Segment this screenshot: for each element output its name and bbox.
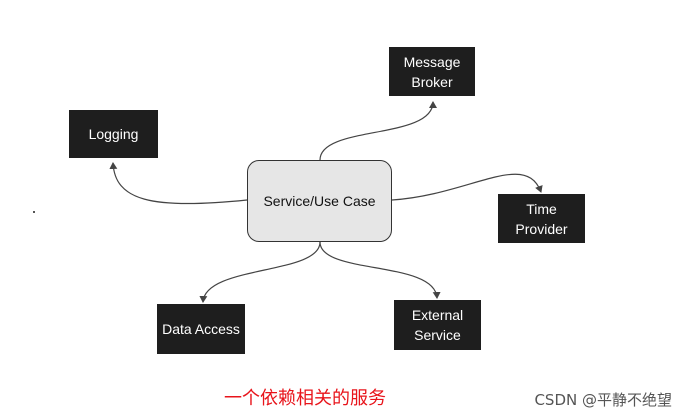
service-use-case-node: Service/Use Case <box>247 160 392 242</box>
external-service-label: External Service <box>411 307 464 343</box>
data-access-node: Data Access <box>157 304 245 354</box>
csdn-watermark: CSDN @平静不绝望 <box>534 391 672 409</box>
time-provider-label: Time Provider <box>515 200 568 237</box>
diagram-caption: 一个依赖相关的服务 <box>224 388 386 409</box>
edge-to-logging <box>109 162 248 205</box>
edge-to-message-broker <box>319 101 437 161</box>
logging-node: Logging <box>69 110 158 158</box>
stray-dot <box>33 211 35 213</box>
edge-to-external-service <box>319 241 441 299</box>
data-access-label: Data Access <box>162 321 240 337</box>
service-use-case-label: Service/Use Case <box>263 193 376 209</box>
message-broker-node: Message Broker <box>389 47 475 96</box>
external-service-node: External Service <box>394 300 481 350</box>
edge-to-data-access <box>199 241 321 303</box>
logging-label: Logging <box>88 126 139 142</box>
message-broker-label: Message Broker <box>403 53 461 90</box>
time-provider-node: Time Provider <box>498 194 585 243</box>
edge-to-time-provider <box>391 173 543 201</box>
